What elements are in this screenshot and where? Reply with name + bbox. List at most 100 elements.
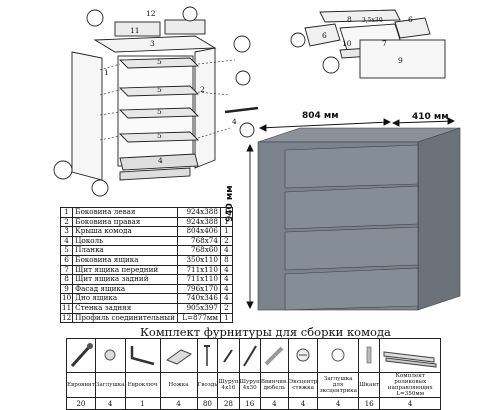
detail-callout (235, 70, 251, 86)
part-quantity: 4 (219, 293, 233, 304)
fitting-cell (259, 338, 289, 373)
fittings-icon-row (66, 338, 442, 373)
part-number-label: 10 (342, 39, 352, 48)
fitting-label: Ножка (159, 372, 198, 398)
part-name: Дно ящика (72, 293, 178, 304)
slat (118, 85, 200, 97)
eccentric-cap-icon (331, 348, 345, 361)
fitting-count: 4 (379, 397, 442, 410)
part-name: Боковина правая (72, 216, 178, 228)
part-number-label: 5 (157, 107, 162, 116)
part-quantity: 1 (219, 312, 233, 324)
part-name: Фасад ящика (72, 283, 178, 295)
detail-callout (322, 56, 340, 74)
detail-callout (290, 32, 306, 48)
screw-size-label: 3,5x30 (362, 17, 383, 24)
part-name: Планка (72, 245, 178, 256)
part-number-label: 5 (157, 57, 162, 66)
part-name: Боковина левая (72, 207, 178, 218)
left-side-panel (71, 51, 103, 181)
part-number-label: 12 (146, 9, 156, 18)
part-name: Крыша комода (72, 226, 178, 237)
top-panel (93, 35, 217, 53)
part-quantity: 1 (219, 216, 233, 228)
part-number-label: 8 (347, 15, 352, 24)
width-dimension: 804 мм (302, 111, 339, 121)
fitting-cell (66, 338, 96, 373)
part-dimension: 768x60 (176, 245, 221, 256)
part-number-label: 11 (130, 26, 140, 35)
eurovint-icon (70, 342, 93, 367)
part-dimension: 924x388 (176, 207, 221, 218)
detail-callout (91, 179, 109, 197)
drawer-side (394, 17, 431, 39)
fitting-cell (94, 338, 126, 373)
part-name: Цоколь (72, 235, 178, 247)
fitting-label: Шуруп 4x16 (217, 372, 240, 398)
kit-title: Комплект фурнитуры для сборки комода (140, 325, 391, 339)
fitting-count: 80 (196, 397, 219, 410)
fitting-cell (238, 338, 261, 373)
part-dimension: 796x170 (176, 283, 221, 295)
part-number: 6 (59, 254, 74, 266)
runners-icon (383, 350, 437, 368)
part-number: 10 (59, 293, 74, 304)
part-number-label: 4 (232, 117, 237, 126)
part-quantity: 2 (219, 235, 233, 247)
fitting-count: 1 (124, 397, 161, 410)
drawer-front (284, 267, 419, 311)
part-number: 2 (59, 216, 74, 228)
part-number: 7 (59, 264, 74, 276)
detail-callout (182, 6, 198, 22)
part-quantity: 1 (219, 226, 233, 237)
part-number: 1 (59, 207, 74, 218)
back-wall (164, 19, 206, 35)
detail-callout (86, 9, 104, 27)
fitting-label: Евровинт (66, 372, 96, 398)
fitting-cell (358, 338, 381, 373)
part-quantity: 1 (219, 207, 233, 218)
drawer-facade (359, 39, 446, 79)
part-dimension: 350x110 (176, 254, 221, 266)
leg-icon (165, 348, 192, 365)
dowel-icon (264, 346, 284, 365)
nail-icon (204, 344, 211, 366)
fitting-count: 20 (66, 397, 96, 410)
fitting-count: 28 (217, 397, 240, 410)
part-number: 12 (59, 312, 74, 324)
detail-callout (233, 35, 251, 53)
drawer-front (284, 226, 419, 271)
screw-4x30-icon (242, 344, 257, 367)
part-dimension: 740x346 (176, 293, 221, 304)
drawer-back (319, 9, 401, 23)
fitting-cell (379, 338, 442, 373)
part-number-label: 5 (157, 85, 162, 94)
part-number-label: 6 (322, 31, 327, 40)
part-number-label: 1 (104, 68, 109, 77)
part-dimension: 768x74 (176, 235, 221, 247)
screw-4x16-icon (223, 348, 234, 363)
part-number-label: 7 (382, 39, 387, 48)
fitting-count: 4 (287, 397, 319, 410)
assembly-diagram: 12 11 3 5 5 5 5 1 2 4 4 8 6 6 7 10 9 3,5… (53, 6, 461, 311)
fitting-count: 4 (259, 397, 289, 410)
slat (118, 107, 200, 119)
part-number: 11 (59, 302, 74, 314)
part-number-label: 3 (150, 39, 155, 48)
fitting-label: Евроключ (124, 372, 161, 398)
depth-dimension: 410 мм (412, 112, 449, 122)
fitting-cell (159, 338, 198, 373)
part-quantity: 2 (219, 302, 233, 314)
cap-icon (104, 349, 116, 360)
detail-callout (239, 122, 255, 138)
slat (118, 57, 200, 69)
fitting-cell (287, 338, 319, 373)
part-quantity: 4 (219, 274, 233, 285)
shkant-icon (366, 346, 372, 363)
